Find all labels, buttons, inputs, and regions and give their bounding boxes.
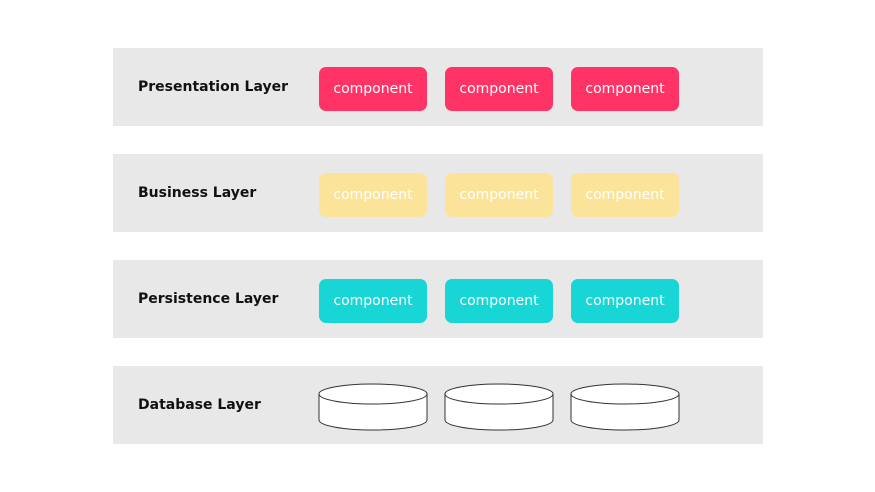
database-cylinder-icon	[318, 383, 428, 431]
presentation-component-1: component	[319, 67, 427, 111]
persistence-component-3: component	[571, 279, 679, 323]
database-cylinder-icon	[570, 383, 680, 431]
business-layer: Business Layer component component compo…	[113, 154, 763, 232]
presentation-component-2: component	[445, 67, 553, 111]
presentation-layer: Presentation Layer component component c…	[113, 48, 763, 126]
persistence-component-2: component	[445, 279, 553, 323]
persistence-component-1: component	[319, 279, 427, 323]
persistence-layer: Persistence Layer component component co…	[113, 260, 763, 338]
presentation-component-3: component	[571, 67, 679, 111]
layer-label: Persistence Layer	[138, 291, 279, 307]
database-layer: Database Layer	[113, 366, 763, 444]
database-cylinder-icon	[444, 383, 554, 431]
layer-label: Business Layer	[138, 185, 257, 201]
business-component-3: component	[571, 173, 679, 217]
business-component-1: component	[319, 173, 427, 217]
layer-label: Presentation Layer	[138, 79, 289, 95]
business-component-2: component	[445, 173, 553, 217]
layer-label: Database Layer	[138, 397, 261, 413]
